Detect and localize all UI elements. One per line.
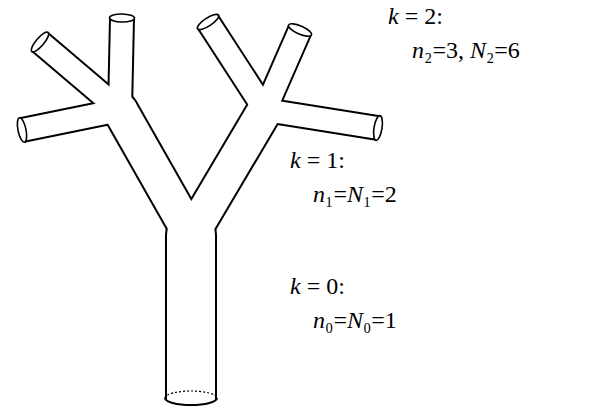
tube-joint-outline [101, 91, 284, 261]
level-label: k = 2: [388, 2, 443, 30]
trunk-opening-front [165, 398, 217, 405]
tube-fill [22, 18, 378, 401]
tube-outline [22, 18, 378, 400]
trunk-opening-back [165, 391, 217, 398]
count-label: n₂=3, N₂=6 [412, 36, 520, 64]
level-label: k = 0: [290, 272, 345, 300]
count-label: n₁=N₁=2 [313, 180, 397, 208]
tube-joint-fill [103, 93, 282, 259]
count-label: n₀=N₀=1 [313, 306, 397, 334]
tube-openings [16, 12, 384, 143]
level-label: k = 1: [290, 146, 345, 174]
